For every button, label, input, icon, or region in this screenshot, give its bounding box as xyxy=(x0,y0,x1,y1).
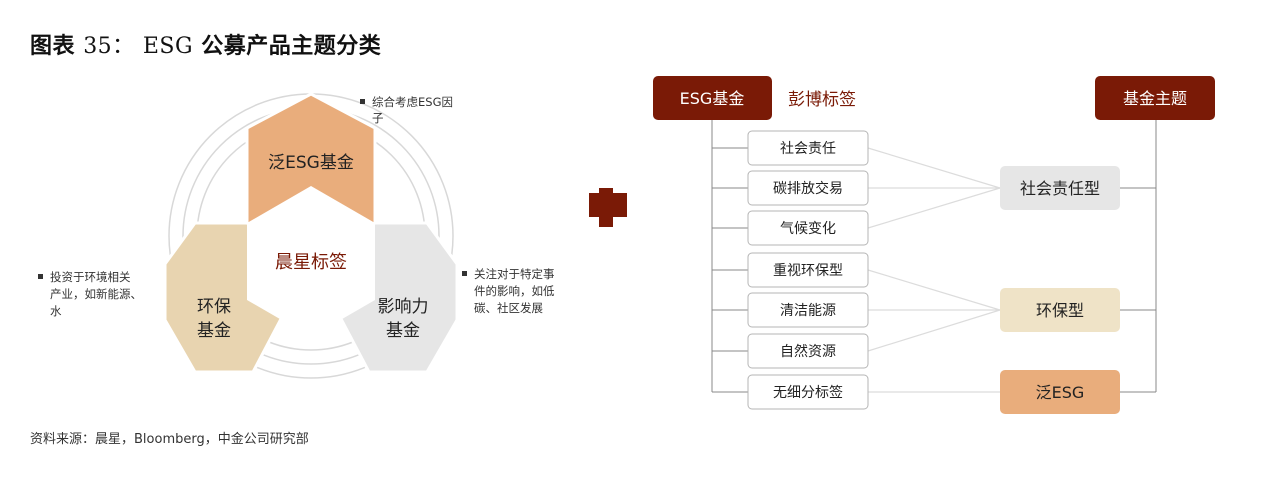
note-left-1: 投资于环境相关 xyxy=(50,270,131,284)
note-top-1: 综合考虑ESG因 xyxy=(372,95,453,109)
title-en: ESG xyxy=(142,34,194,59)
tag-box xyxy=(747,252,869,288)
note-right-1: 关注对于特定事 xyxy=(474,267,555,281)
note-right-bullet xyxy=(462,271,467,276)
tag-box xyxy=(747,333,869,369)
source-note: 资料来源：晨星，Bloomberg，中金公司研究部 xyxy=(30,432,309,447)
note-right-2: 件的影响，如低 xyxy=(474,284,555,298)
tag-label: 气候变化 xyxy=(780,221,836,237)
esg-fund-label: ESG基金 xyxy=(680,89,745,108)
tag-label: 自然资源 xyxy=(780,343,836,360)
tag-label: 清洁能源 xyxy=(780,303,836,319)
morningstar-diagram: 泛ESG基金 晨星标签 环保 基金 影响力 基金 综合考虑ESG因 子 投资于环… xyxy=(38,92,555,379)
theme-social-label: 社会责任型 xyxy=(1020,179,1100,198)
tag-box xyxy=(747,292,869,328)
theme-bracket xyxy=(1120,120,1157,393)
note-right-3: 碳、社区发展 xyxy=(474,301,543,315)
title-number: 35： xyxy=(83,34,135,59)
theme-esg-label: 泛ESG xyxy=(1036,383,1085,402)
tag-box xyxy=(747,170,869,206)
mapping-lines xyxy=(867,147,1001,393)
tag-bracket xyxy=(711,120,748,393)
tag-label: 无细分标签 xyxy=(773,384,843,401)
figure-title: 图表 35： ESG 公募产品主题分类 xyxy=(30,28,381,60)
center-hex xyxy=(247,186,375,337)
title-prefix: 图表 xyxy=(30,34,76,59)
tag-box xyxy=(747,130,869,166)
esg-fund-box xyxy=(653,76,772,120)
tag-list: 社会责任 碳排放交易 气候变化 重视环保型 清洁能源 自然资源 无细分标签 xyxy=(747,130,869,410)
theme-social-box xyxy=(1000,166,1120,210)
theme-env-box xyxy=(1000,288,1120,332)
label-env-1: 环保 xyxy=(197,297,231,317)
tag-label: 碳排放交易 xyxy=(773,180,843,197)
theme-env-label: 环保型 xyxy=(1036,301,1084,320)
label-center: 晨星标签 xyxy=(275,252,347,273)
tag-label: 重视环保型 xyxy=(773,263,843,279)
tag-label: 社会责任 xyxy=(780,141,836,157)
note-left-bullet xyxy=(38,274,43,279)
plus-icon xyxy=(589,188,627,227)
theme-list: 社会责任型 环保型 泛ESG xyxy=(1000,166,1120,414)
tag-box xyxy=(747,374,869,410)
note-top-2: 子 xyxy=(372,111,384,125)
label-impact-1: 影响力 xyxy=(378,297,429,317)
theme-esg-box xyxy=(1000,370,1120,414)
label-impact-2: 基金 xyxy=(386,321,420,341)
bloomberg-diagram: ESG基金 彭博标签 基金主题 社会责任 碳排放交易 气候变化 重视环保型 清洁… xyxy=(653,76,1215,414)
fund-theme-label: 基金主题 xyxy=(1123,89,1187,108)
label-env-2: 基金 xyxy=(197,321,231,341)
pengbo-label: 彭博标签 xyxy=(788,90,856,110)
note-left-2: 产业，如新能源、 xyxy=(50,287,142,301)
note-left-3: 水 xyxy=(50,304,62,318)
fund-theme-box xyxy=(1095,76,1215,120)
tag-box xyxy=(747,210,869,246)
label-broad-esg: 泛ESG基金 xyxy=(268,153,354,173)
title-cn: 公募产品主题分类 xyxy=(201,34,382,59)
note-top-bullet xyxy=(360,99,365,104)
